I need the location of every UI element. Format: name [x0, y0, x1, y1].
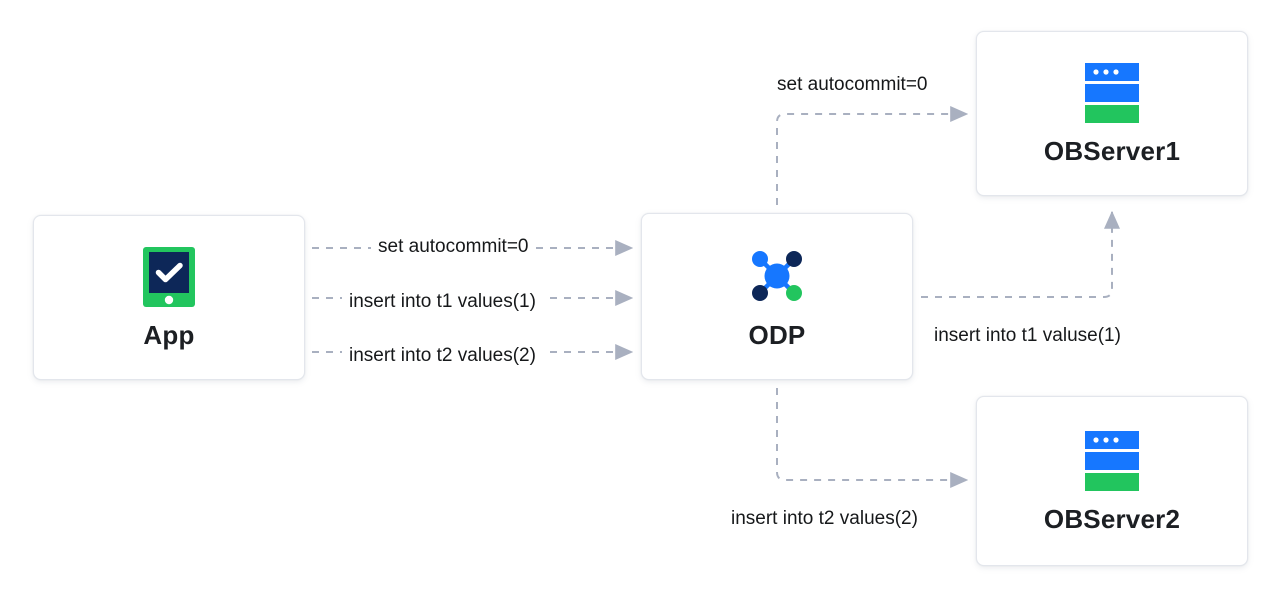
node-odp-label: ODP: [748, 320, 806, 350]
mobile-check-icon: [143, 247, 195, 312]
edge-label-app-odp-insert-t1: insert into t1 values(1): [342, 291, 543, 313]
edge-label-odp-observer2-insert-t2: insert into t2 values(2): [731, 508, 918, 529]
edge-label-odp-observer1-autocommit: set autocommit=0: [777, 74, 928, 95]
edge-label-app-odp-autocommit: set autocommit=0: [371, 236, 536, 258]
node-observer1[interactable]: OBServer1: [976, 31, 1248, 196]
edge-label-odp-observer1-insert-t1: insert into t1 valuse(1): [934, 325, 1121, 346]
database-server-icon: [1085, 430, 1139, 496]
node-observer2[interactable]: OBServer2: [976, 396, 1248, 566]
node-observer1-label: OBServer1: [1043, 136, 1181, 166]
node-app-label: App: [143, 320, 195, 350]
edge-label-app-odp-insert-t2: insert into t2 values(2): [342, 345, 543, 367]
node-odp[interactable]: ODP: [641, 213, 913, 380]
edge-odp-observer1-insert-t1: [921, 210, 1120, 298]
node-observer2-label: OBServer2: [1043, 503, 1181, 534]
node-app[interactable]: App: [33, 215, 305, 380]
network-hub-icon: [746, 245, 808, 312]
edge-odp-observer1-autocommit: [776, 106, 969, 205]
edge-odp-observer2-insert-t2: [776, 388, 969, 488]
database-server-icon: [1085, 63, 1139, 128]
